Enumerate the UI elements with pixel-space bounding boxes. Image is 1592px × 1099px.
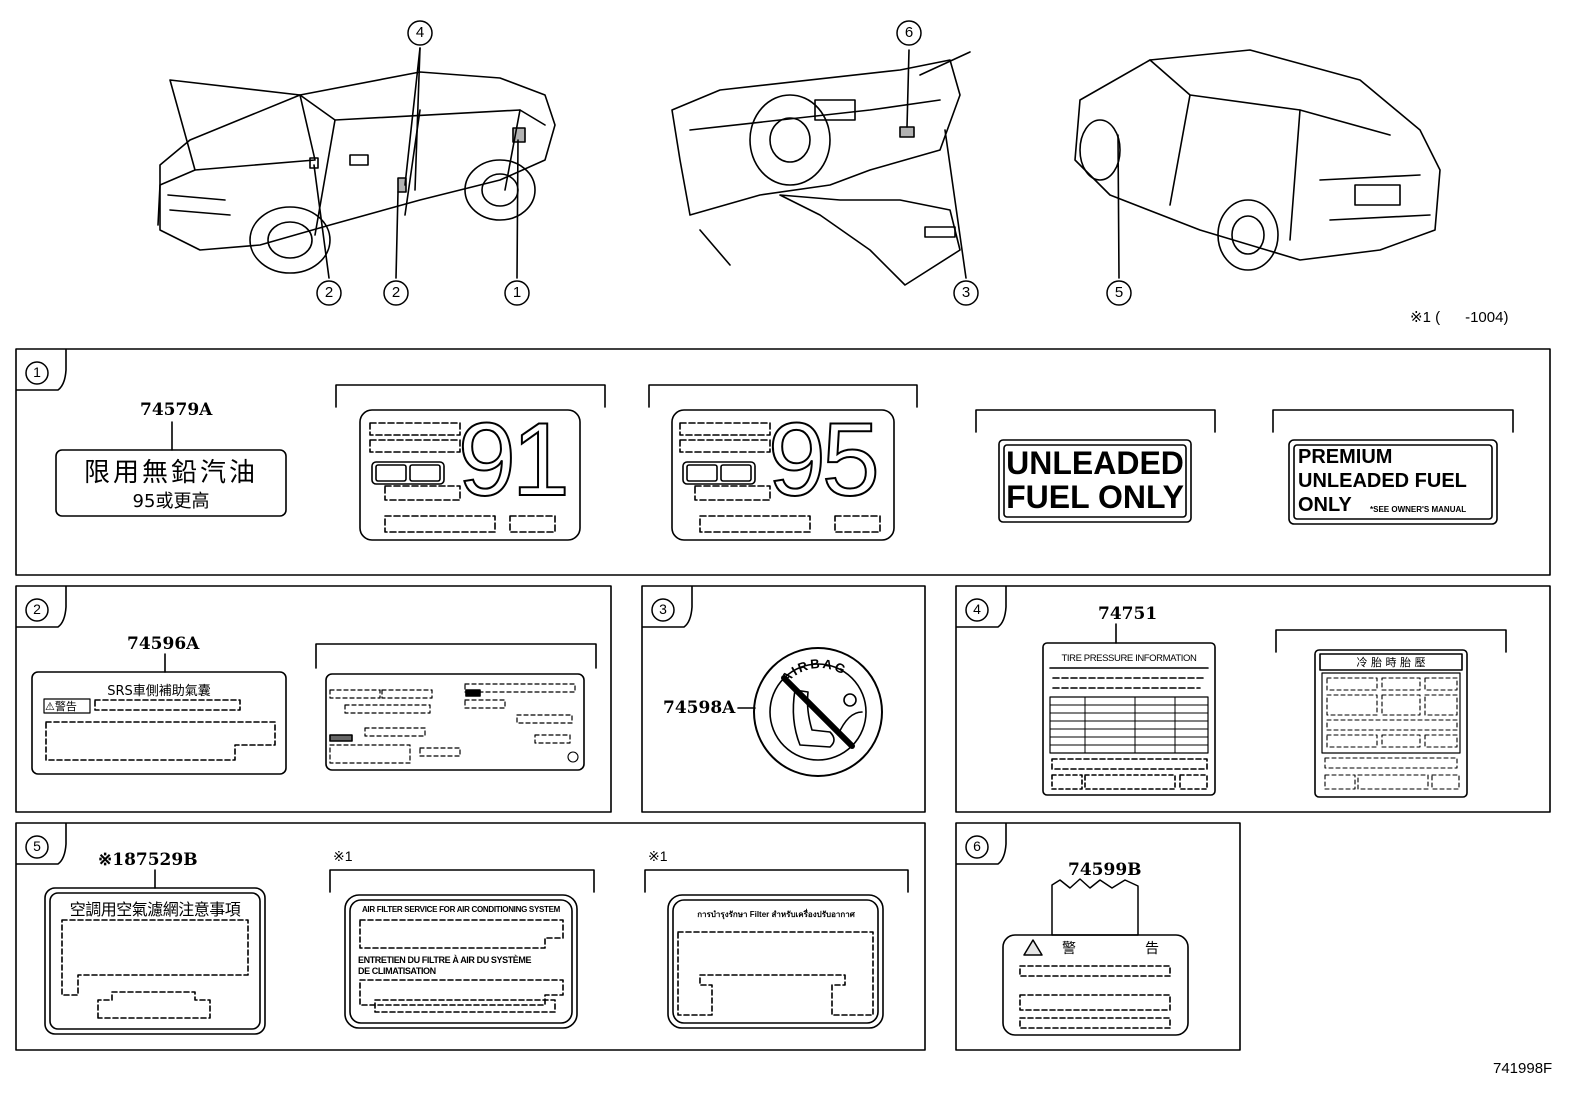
airbag-warning-circle <box>753 647 883 777</box>
callout-1-panel <box>25 361 49 385</box>
part-number-187529B: ※187529B <box>98 850 198 870</box>
callout-5-top <box>1106 280 1132 306</box>
top-note: ※1 ( -1004) <box>1410 309 1509 326</box>
callout-4-panel-label: 4 <box>973 601 981 617</box>
panel-4-graphics <box>1042 623 1507 798</box>
diagram-code: 741998F <box>1493 1060 1553 1077</box>
octane-95-label <box>671 409 895 541</box>
callout-2b-top <box>383 280 409 306</box>
callout-2a-top-label: 2 <box>324 284 334 301</box>
interior-illustration <box>671 49 971 286</box>
panel-5-graphics <box>44 869 909 1035</box>
part-number-74596A: 74596A <box>127 634 200 654</box>
premium-line3: ONLY <box>1298 494 1352 516</box>
cn-fuel-line1: 限用無鉛汽油 <box>83 458 258 488</box>
panel-1-graphics <box>55 384 1514 541</box>
srs-en-label <box>325 673 585 771</box>
warning-tag-label <box>1002 934 1189 1036</box>
callout-3-top-label: 3 <box>961 284 971 301</box>
thai-air-filter-title: การบำรุงรักษา Filter สำหรับเครื่องปรับอา… <box>697 910 855 919</box>
callout-2b-top-label: 2 <box>391 284 401 301</box>
callout-6-top <box>896 20 922 46</box>
panel-6-frame <box>955 822 1241 1051</box>
premium-line2: UNLEADED FUEL <box>1298 470 1467 492</box>
srs-warning-tag: ⚠警告 <box>45 700 77 713</box>
callout-6-panel <box>965 835 989 859</box>
cn-air-filter-label <box>44 887 266 1035</box>
en-fr-air-filter-label <box>344 894 578 1029</box>
part-number-74751: 74751 <box>1098 604 1158 624</box>
note-1-b: ※1 <box>333 848 353 864</box>
cold-tire-title: 冷 胎 時 胎 壓 <box>1356 656 1426 669</box>
air-filter-fr-line2: DE CLIMATISATION <box>358 966 436 976</box>
tire-pressure-label <box>1042 642 1216 796</box>
srs-cn-title: SRS車側補助氣囊 <box>107 684 211 699</box>
panel-3-graphics <box>737 647 883 777</box>
air-filter-en: AIR FILTER SERVICE FOR AIR CONDITIONING … <box>361 905 561 914</box>
callout-3-top <box>953 280 979 306</box>
panel-2-graphics <box>31 643 597 775</box>
cn-fuel-label <box>55 449 287 517</box>
rear-car-illustration <box>1074 49 1441 279</box>
airbag-text: AIRBAG <box>778 656 847 686</box>
octane-95-number: 95 <box>767 401 881 519</box>
part-number-74598A: 74598A <box>663 698 736 718</box>
callout-4-top <box>407 20 433 46</box>
cn-air-filter-title: 空調用空氣濾網注意事項 <box>69 900 241 919</box>
callout-4-panel <box>965 598 989 622</box>
unleaded-line2: FUEL ONLY <box>1006 479 1184 515</box>
callout-6-top-label: 6 <box>904 24 914 41</box>
panel-2-frame <box>15 585 612 813</box>
tire-pressure-title: TIRE PRESSURE INFORMATION <box>1061 653 1197 664</box>
panel-3-frame <box>641 585 926 813</box>
callout-3-panel-label: 3 <box>659 601 667 617</box>
callout-5-top-label: 5 <box>1114 284 1124 301</box>
panel-1-frame <box>15 348 1551 576</box>
panel-4-frame <box>955 585 1551 813</box>
callout-2-panel-label: 2 <box>33 601 41 617</box>
premium-note: *SEE OWNER'S MANUAL <box>1370 505 1467 514</box>
callout-5-panel <box>25 835 49 859</box>
premium-label <box>1288 439 1498 525</box>
cold-tire-pressure-label <box>1314 649 1468 798</box>
callout-1-top-label: 1 <box>512 284 522 301</box>
callout-2a-top <box>316 280 342 306</box>
air-filter-fr-line1: ENTRETIEN DU FILTRE À AIR DU SYSTÈME <box>358 955 532 965</box>
panel-callouts <box>25 361 989 859</box>
octane-91-label <box>359 409 581 541</box>
callout-4-top-label: 4 <box>415 24 425 41</box>
panel-5-frame <box>15 822 926 1051</box>
part-number-74579A: 74579A <box>140 400 213 420</box>
warning-char-right: 告 <box>1145 941 1159 957</box>
panel-frames <box>15 348 1551 1051</box>
note-1-c: ※1 <box>648 848 668 864</box>
svg-text:AIRBAG: AIRBAG <box>778 656 849 686</box>
front-car-illustration <box>157 47 556 279</box>
thai-air-filter-label <box>667 894 884 1029</box>
octane-91-number: 91 <box>457 401 571 519</box>
callout-5-panel-label: 5 <box>33 838 41 854</box>
callout-2-panel <box>25 598 49 622</box>
callout-1-panel-label: 1 <box>33 364 41 380</box>
unleaded-label <box>998 439 1192 523</box>
top-callouts <box>316 20 1132 306</box>
premium-line1: PREMIUM <box>1298 446 1393 468</box>
part-number-74599B: 74599B <box>1068 860 1142 880</box>
callout-3-panel <box>651 598 675 622</box>
callout-1-top <box>504 280 530 306</box>
callout-6-panel-label: 6 <box>973 838 981 854</box>
srs-cn-label <box>31 671 287 775</box>
cn-fuel-line2: 95或更高 <box>132 491 210 512</box>
panel-6-graphics <box>1002 878 1189 1036</box>
warning-char-left: 警 <box>1062 941 1076 957</box>
unleaded-line1: UNLEADED <box>1006 445 1184 481</box>
